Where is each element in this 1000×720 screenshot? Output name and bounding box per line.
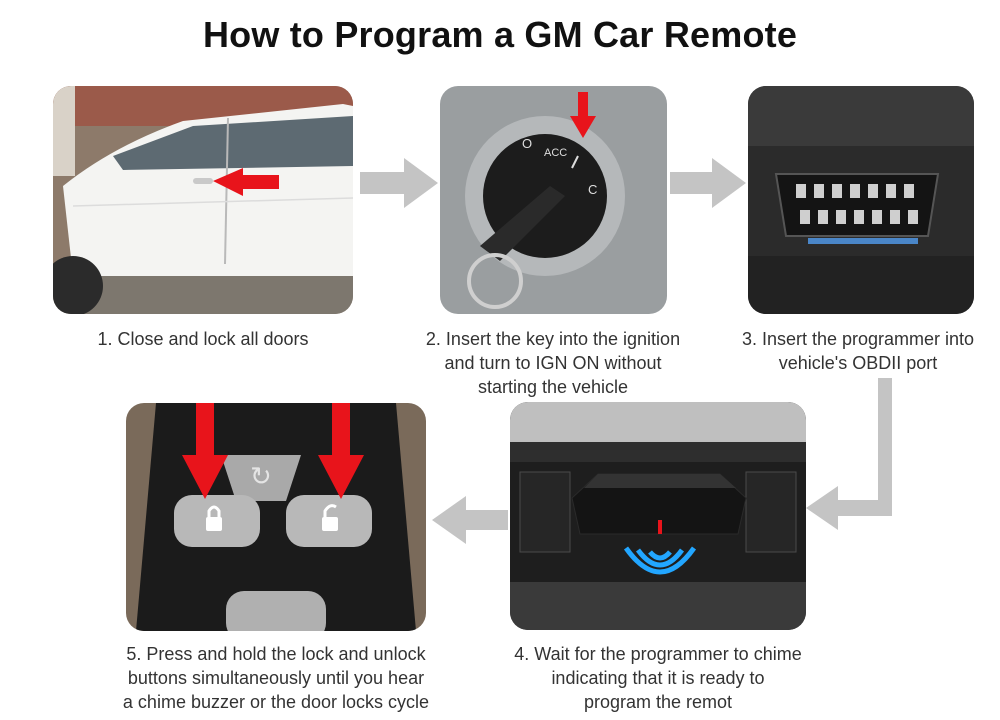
- flow-arrow-2-to-3: [670, 158, 746, 208]
- flow-arrow-3-to-4: [806, 378, 892, 530]
- step-1-photo-car-doors: [53, 86, 353, 314]
- indicator-arrow: [318, 403, 364, 499]
- chime-waves: [623, 546, 697, 575]
- step-2-caption: 2. Insert the key into the ignition and …: [425, 329, 681, 397]
- lock-icon: [206, 505, 222, 531]
- flow-arrow-4-to-5: [432, 496, 508, 544]
- ignition-label-off: O: [522, 136, 532, 151]
- step-5-photo-key-fob: ↻: [126, 403, 426, 631]
- unlock-icon: [322, 504, 338, 531]
- step-3-caption: 3. Insert the programmer into vehicle's …: [741, 329, 975, 373]
- step-1-caption: 1. Close and lock all doors: [97, 329, 309, 349]
- ignition-label-start: C: [588, 182, 597, 197]
- step-4-photo-programmer: [510, 402, 806, 630]
- step-4-caption: 4. Wait for the programmer to chime indi…: [514, 644, 802, 712]
- programmer-led: [658, 520, 662, 534]
- step-3-photo-obdii-port: [748, 86, 974, 314]
- indicator-arrow: [570, 92, 596, 138]
- indicator-arrow: [182, 403, 228, 499]
- remote-start-icon: ↻: [250, 462, 272, 492]
- indicator-arrow: [213, 168, 279, 196]
- step-2-photo-ignition: O ACC C: [440, 86, 667, 314]
- flow-arrow-1-to-2: [360, 158, 438, 208]
- page-title: How to Program a GM Car Remote: [202, 14, 798, 55]
- trunk-button: [226, 591, 326, 631]
- ignition-label-acc: ACC: [544, 147, 567, 159]
- step-5-caption: 5. Press and hold the lock and unlock bu…: [122, 644, 430, 712]
